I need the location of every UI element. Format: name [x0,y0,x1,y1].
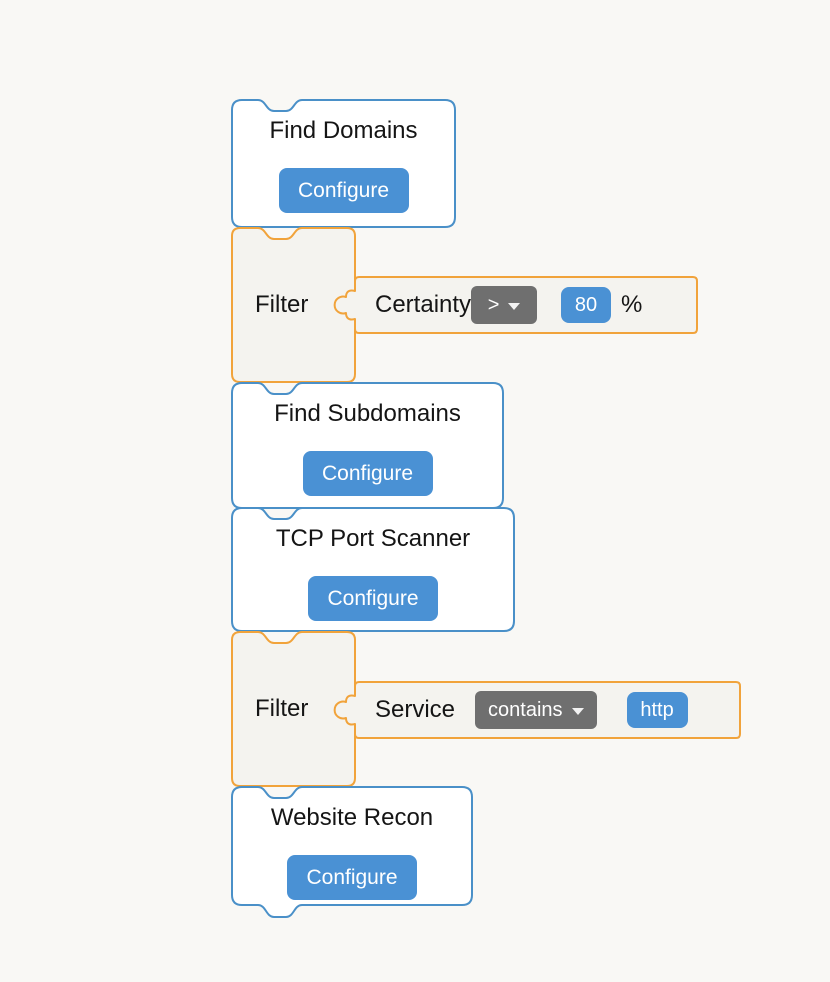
certainty-value-field[interactable]: 80 [561,287,612,323]
find-domains-configure-button[interactable]: Configure [278,168,409,213]
service-operator-value: contains [488,698,563,721]
tcp-port-scanner-block-outline[interactable] [231,507,515,632]
website-recon-title: Website Recon [270,804,434,831]
find-domains-title: Find Domains [269,117,418,144]
filter-certainty-block-outline[interactable] [231,227,356,383]
tcp-port-scanner-block: TCP Port Scanner Configure [232,508,514,631]
find-subdomains-block-outline[interactable] [231,382,504,509]
certainty-condition-row: Certainty > 80 % [355,277,697,333]
filter-certainty-block: Filter [232,228,355,382]
website-recon-block: Website Recon Configure [232,787,472,905]
service-field-label: Service [375,696,456,723]
filter-service-block: Filter [232,632,355,786]
find-subdomains-configure-button[interactable]: Configure [302,451,433,496]
service-value-field[interactable]: http [626,692,688,728]
find-subdomains-title: Find Subdomains [274,400,461,427]
certainty-unit-label: % [621,291,643,318]
find-subdomains-block: Find Subdomains Configure [232,383,503,508]
certainty-operator-value: > [487,293,500,316]
certainty-field-label: Certainty [375,291,472,318]
find-domains-block: Find Domains Configure [232,100,455,227]
filter-service-block-outline[interactable] [231,631,356,787]
chevron-down-icon [571,707,584,715]
filter-service-label: Filter [255,695,309,722]
service-operator-dropdown[interactable]: contains [475,691,597,729]
certainty-operator-dropdown[interactable]: > [471,286,538,324]
tcp-port-scanner-title: TCP Port Scanner [275,525,471,552]
service-condition-row: Service contains http [355,682,740,738]
filter-certainty-label: Filter [255,291,309,318]
chevron-down-icon [508,302,521,310]
tcp-port-scanner-configure-button[interactable]: Configure [308,576,438,621]
website-recon-configure-button[interactable]: Configure [287,855,417,900]
